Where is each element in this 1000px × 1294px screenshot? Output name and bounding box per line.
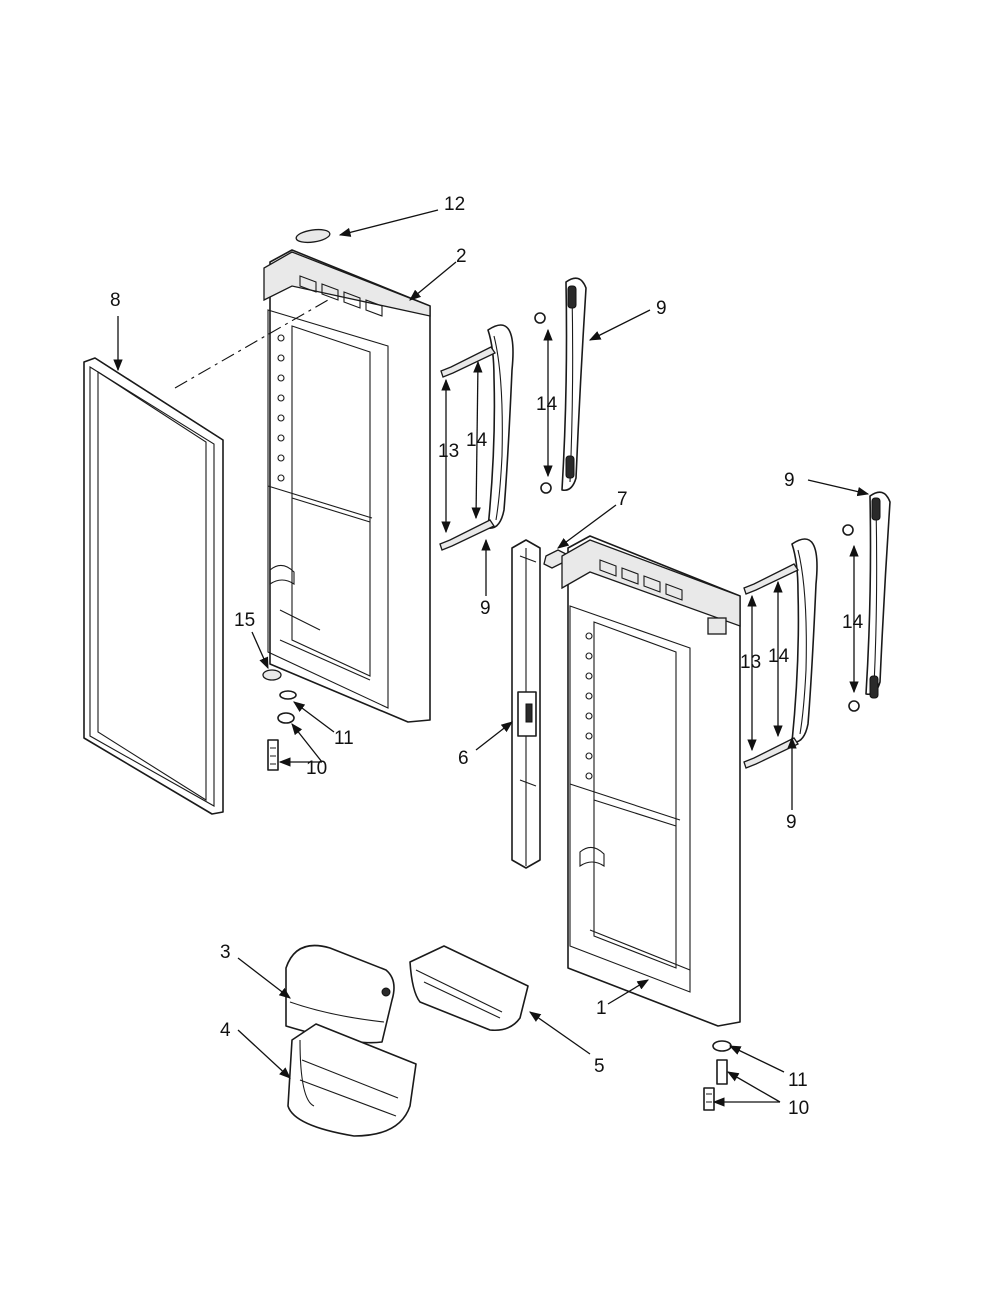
handle-left-door (487, 277, 587, 529)
hinge-hardware-left (262, 669, 297, 771)
right-door-part-1 (561, 535, 741, 1027)
leader-arrows (113, 209, 870, 1107)
callout-1: 1 (596, 998, 607, 1019)
callout-13: 13 (740, 652, 761, 673)
callout-5: 5 (594, 1056, 605, 1077)
handle-screws-left (439, 312, 552, 551)
callout-6: 6 (458, 748, 469, 769)
callout-12: 12 (444, 194, 465, 215)
right-door-dimples (585, 632, 593, 780)
callout-14: 14 (536, 394, 558, 415)
cap-part-12 (295, 228, 331, 244)
callout-9: 9 (656, 298, 667, 319)
callout-11: 11 (334, 728, 354, 749)
callout-11: 11 (788, 1070, 808, 1091)
door-bin-part-4 (287, 1023, 417, 1137)
handle-right-door (791, 491, 891, 743)
callout-14: 14 (768, 646, 790, 667)
callout-3: 3 (220, 942, 231, 963)
callout-14: 14 (466, 430, 488, 451)
door-bin-part-5 (409, 945, 529, 1032)
left-door-part-2 (263, 249, 431, 723)
callout-9: 9 (480, 598, 491, 619)
door-dimples (277, 334, 285, 482)
bin-cover-part-3 (285, 944, 395, 1044)
callout-13: 13 (438, 441, 459, 462)
callout-9: 9 (786, 812, 797, 833)
callout-15: 15 (234, 610, 255, 631)
hinge-hardware-right (703, 1040, 732, 1111)
callout-9: 9 (784, 470, 795, 491)
callout-14: 14 (842, 612, 864, 633)
handle-screws-right (743, 524, 860, 769)
alignment-line-left (174, 299, 329, 389)
callout-8: 8 (110, 290, 121, 311)
callout-7: 7 (617, 489, 628, 510)
callout-2: 2 (456, 246, 467, 267)
hinge-bar-part-6 (511, 539, 541, 869)
callout-4: 4 (220, 1020, 231, 1041)
callout-10: 10 (788, 1098, 809, 1119)
callout-labels: 12 2 8 9 14 13 14 9 7 9 13 14 14 9 15 11… (110, 194, 864, 1119)
callout-10: 10 (306, 758, 327, 779)
door-gasket-part-8 (83, 357, 224, 815)
